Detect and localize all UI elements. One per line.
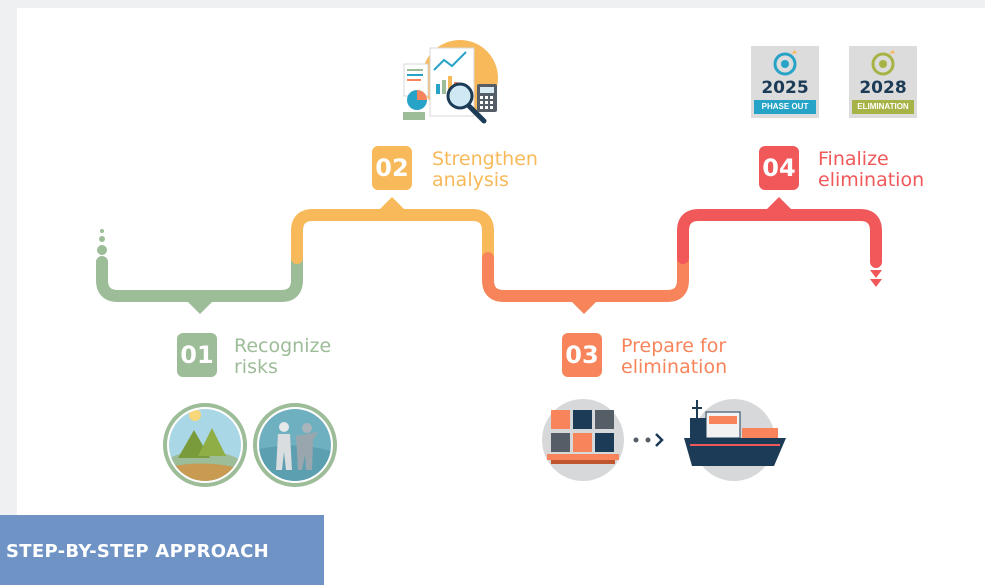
- pointer-step-04: [765, 197, 793, 211]
- step-label-line: elimination: [818, 169, 925, 191]
- path-segment-strengthen: [291, 209, 494, 264]
- step-label-line: analysis: [432, 169, 509, 191]
- section-label-text: STEP-BY-STEP APPROACH: [6, 541, 269, 562]
- step-label-02: Strengthen analysis: [432, 149, 538, 191]
- data-analysis-icon: [403, 40, 498, 124]
- badge-year: 2025: [761, 78, 809, 98]
- step-label-line: Prepare for: [621, 335, 727, 357]
- step-label-line: Recognize: [234, 335, 332, 357]
- cargo-boxes-icon: [542, 399, 664, 481]
- badge-2028: 2028 ELIMINATION: [849, 46, 917, 118]
- step-label-03: Prepare for elimination: [621, 336, 727, 378]
- cargo-ship-icon: [684, 399, 786, 481]
- step-label-line: elimination: [621, 356, 728, 378]
- badge-label: PHASE OUT: [754, 100, 816, 114]
- target-icon: [773, 50, 797, 76]
- end-arrows: [870, 270, 882, 287]
- landscape-icon: [163, 403, 247, 487]
- pointer-step-02: [378, 197, 406, 211]
- step-number-01: 01: [177, 333, 217, 377]
- step-label-01: Recognize risks: [234, 336, 331, 378]
- pointer-step-01: [186, 300, 214, 314]
- step-label-line: Finalize: [818, 148, 889, 170]
- start-dots: [97, 229, 107, 255]
- step-label-line: risks: [234, 356, 278, 378]
- badge-label: ELIMINATION: [852, 100, 914, 114]
- target-icon: [871, 50, 895, 76]
- step-label-line: Strengthen: [432, 148, 538, 170]
- people-icon: [253, 403, 337, 487]
- path-segment-finalize: [677, 209, 882, 268]
- path-segment-prepare: [482, 252, 689, 302]
- badge-2025: 2025 PHASE OUT: [751, 46, 819, 118]
- step-number-02: 02: [372, 146, 412, 190]
- pointer-step-03: [570, 300, 598, 314]
- section-label: STEP-BY-STEP APPROACH: [0, 515, 324, 585]
- step-number-03: 03: [562, 333, 602, 377]
- badge-year: 2028: [859, 78, 907, 98]
- step-number-04: 04: [759, 146, 799, 190]
- path-segment-recognize: [96, 252, 303, 302]
- step-label-04: Finalize elimination: [818, 149, 924, 191]
